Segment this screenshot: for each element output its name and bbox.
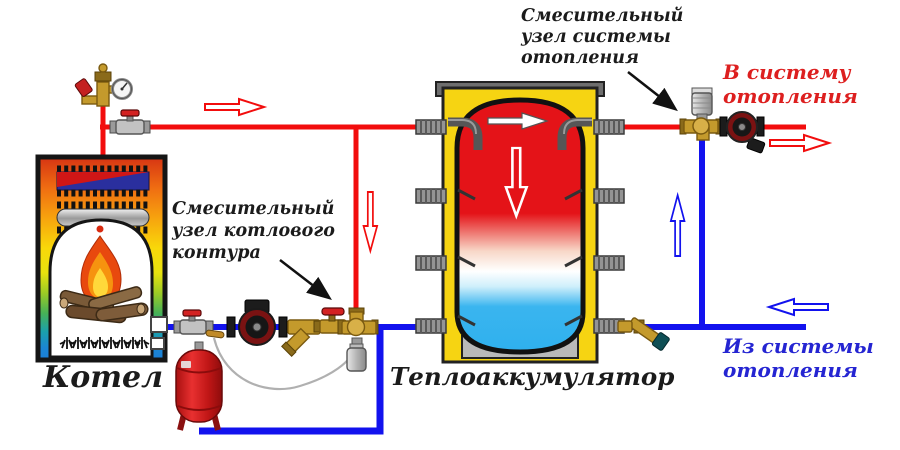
boiler-outlet-fitting — [150, 316, 168, 333]
temperature-sensor-icon — [205, 329, 225, 339]
boiler-supply-pipe — [100, 98, 440, 322]
heating-circuit-mixing-unit — [679, 87, 766, 154]
safety-group — [74, 63, 133, 107]
boiler-circuit-mixing-unit — [173, 299, 379, 391]
tank-inlet-elbow-icon — [448, 117, 592, 327]
firewood-icon — [59, 286, 149, 324]
from-heating-system-label: Из системы отопления — [723, 334, 874, 382]
heating-return-pipe — [598, 136, 806, 330]
capillary-tube — [212, 337, 358, 391]
boiler-mixing-unit-label: Смесительный узел котлового контура — [172, 199, 335, 263]
annotation-arrow-icon — [279, 71, 678, 301]
three-way-valve-with-thermohead — [679, 87, 723, 141]
thermostatic-actuator-icon — [346, 347, 367, 372]
heat-accumulator-tank — [415, 81, 625, 364]
supply-ball-valve — [109, 109, 151, 135]
fire-icon — [80, 225, 122, 305]
boiler-drain-stub — [150, 337, 165, 350]
y-strainer-icon — [281, 319, 321, 357]
drain-valve — [617, 317, 670, 351]
heating-circuit-pump — [719, 111, 766, 154]
to-heating-system-label: В систему отопления — [723, 60, 858, 108]
expansion-tank — [175, 341, 223, 431]
boiler-circuit-pump — [226, 299, 288, 346]
boiler — [35, 154, 168, 363]
tank-label: Теплоаккумулятор — [390, 362, 675, 391]
return-ball-valve — [173, 309, 214, 335]
three-way-mixing-valve — [337, 307, 379, 372]
pressure-gauge-icon — [111, 78, 133, 100]
heating-mixing-unit-label: Смесительный узел системы отопления — [521, 6, 684, 68]
boiler-label: Котел — [42, 360, 164, 395]
